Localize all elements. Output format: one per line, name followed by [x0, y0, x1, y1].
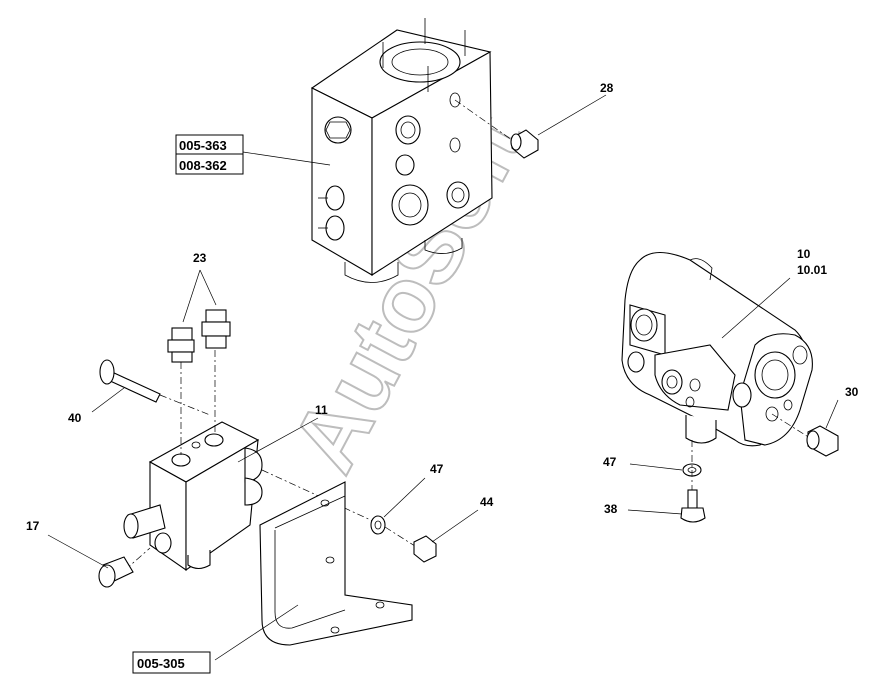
part-30-plug	[806, 425, 839, 457]
part-44-nut	[413, 535, 437, 563]
axis-40	[159, 394, 211, 416]
label-10-01: 10.01	[797, 263, 827, 277]
leader-28	[537, 94, 607, 136]
top-valve-block	[310, 18, 493, 283]
right-valve-body	[621, 251, 813, 447]
leader-23a	[182, 269, 201, 323]
label-47-right: 47	[603, 455, 617, 469]
label-30: 30	[845, 385, 859, 399]
label-47-left: 47	[430, 462, 444, 476]
part-23-fitting-a	[167, 327, 195, 363]
leader-47-left	[383, 477, 426, 518]
axis-28	[454, 99, 513, 141]
leader-10	[721, 277, 791, 339]
leader-ref-r1	[242, 151, 331, 166]
leader-17	[47, 534, 109, 569]
leader-30	[825, 399, 839, 429]
label-10: 10	[797, 247, 811, 261]
part-38-screw	[680, 489, 706, 523]
valve-side-fitting	[123, 504, 166, 539]
label-23: 23	[193, 251, 207, 265]
leader-23b	[199, 269, 217, 306]
label-38: 38	[604, 502, 618, 516]
part-17-fitting	[98, 556, 134, 588]
axis-44	[384, 526, 419, 549]
part-28-plug	[510, 129, 539, 159]
leader-11	[237, 417, 319, 463]
leader-38	[627, 509, 683, 515]
ref-label-r3: 005-305	[137, 656, 185, 671]
ref-box-r3: 005-305	[132, 651, 211, 674]
label-11: 11	[315, 403, 328, 417]
leader-47-right	[629, 463, 683, 471]
leader-ref-r3	[214, 604, 299, 661]
label-44: 44	[480, 495, 494, 509]
ref-label-r2: 008-362	[179, 158, 227, 173]
part-40-bolt	[99, 359, 161, 403]
label-28: 28	[600, 81, 614, 95]
label-17: 17	[26, 519, 40, 533]
label-40: 40	[68, 411, 82, 425]
part-11-valve-block	[148, 421, 263, 572]
bracket	[259, 481, 413, 646]
leader-40	[91, 387, 125, 413]
part-23-fitting-b	[201, 309, 231, 349]
part-47-washer-left	[370, 515, 386, 535]
leader-44	[431, 509, 479, 543]
ref-label-r1: 005-363	[179, 138, 227, 153]
ref-box-r1-r2: 005-363 008-362	[175, 134, 244, 175]
